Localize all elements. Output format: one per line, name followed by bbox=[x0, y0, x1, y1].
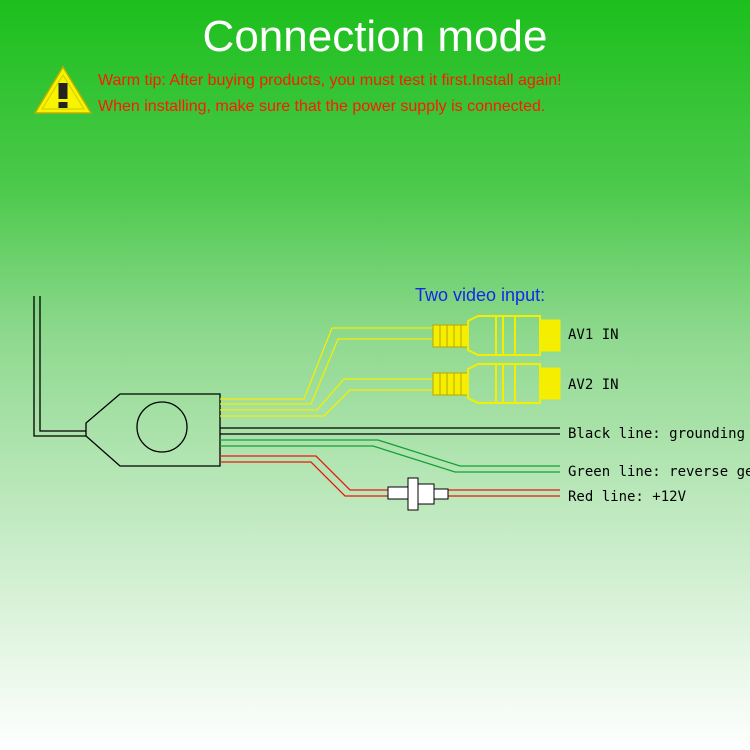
page-title: Connection mode bbox=[202, 12, 548, 61]
red-wire bbox=[220, 455, 560, 497]
warning-text-line-1: Warm tip: After buying products, you mus… bbox=[98, 72, 562, 89]
red-wire-label: Red line: +12V bbox=[568, 489, 687, 505]
control-box bbox=[85, 393, 221, 467]
black-wire-label: Black line: grounding bbox=[568, 426, 745, 442]
av1-connector bbox=[432, 315, 561, 356]
warning-text-line-2: When installing, make sure that the powe… bbox=[98, 98, 546, 115]
fuse-holder-icon bbox=[387, 477, 449, 511]
av1-label: AV1 IN bbox=[568, 327, 619, 343]
video-input-heading: Two video input: bbox=[415, 285, 545, 305]
green-wire-label: Green line: reverse gear bbox=[568, 464, 750, 480]
black-wire bbox=[220, 427, 560, 435]
av2-connector bbox=[432, 363, 561, 404]
control-box-circle bbox=[136, 401, 188, 453]
green-wire bbox=[220, 439, 560, 473]
warning-triangle-icon bbox=[33, 65, 93, 114]
av2-label: AV2 IN bbox=[568, 377, 619, 393]
input-cable bbox=[33, 296, 86, 437]
video-cables bbox=[220, 327, 435, 417]
